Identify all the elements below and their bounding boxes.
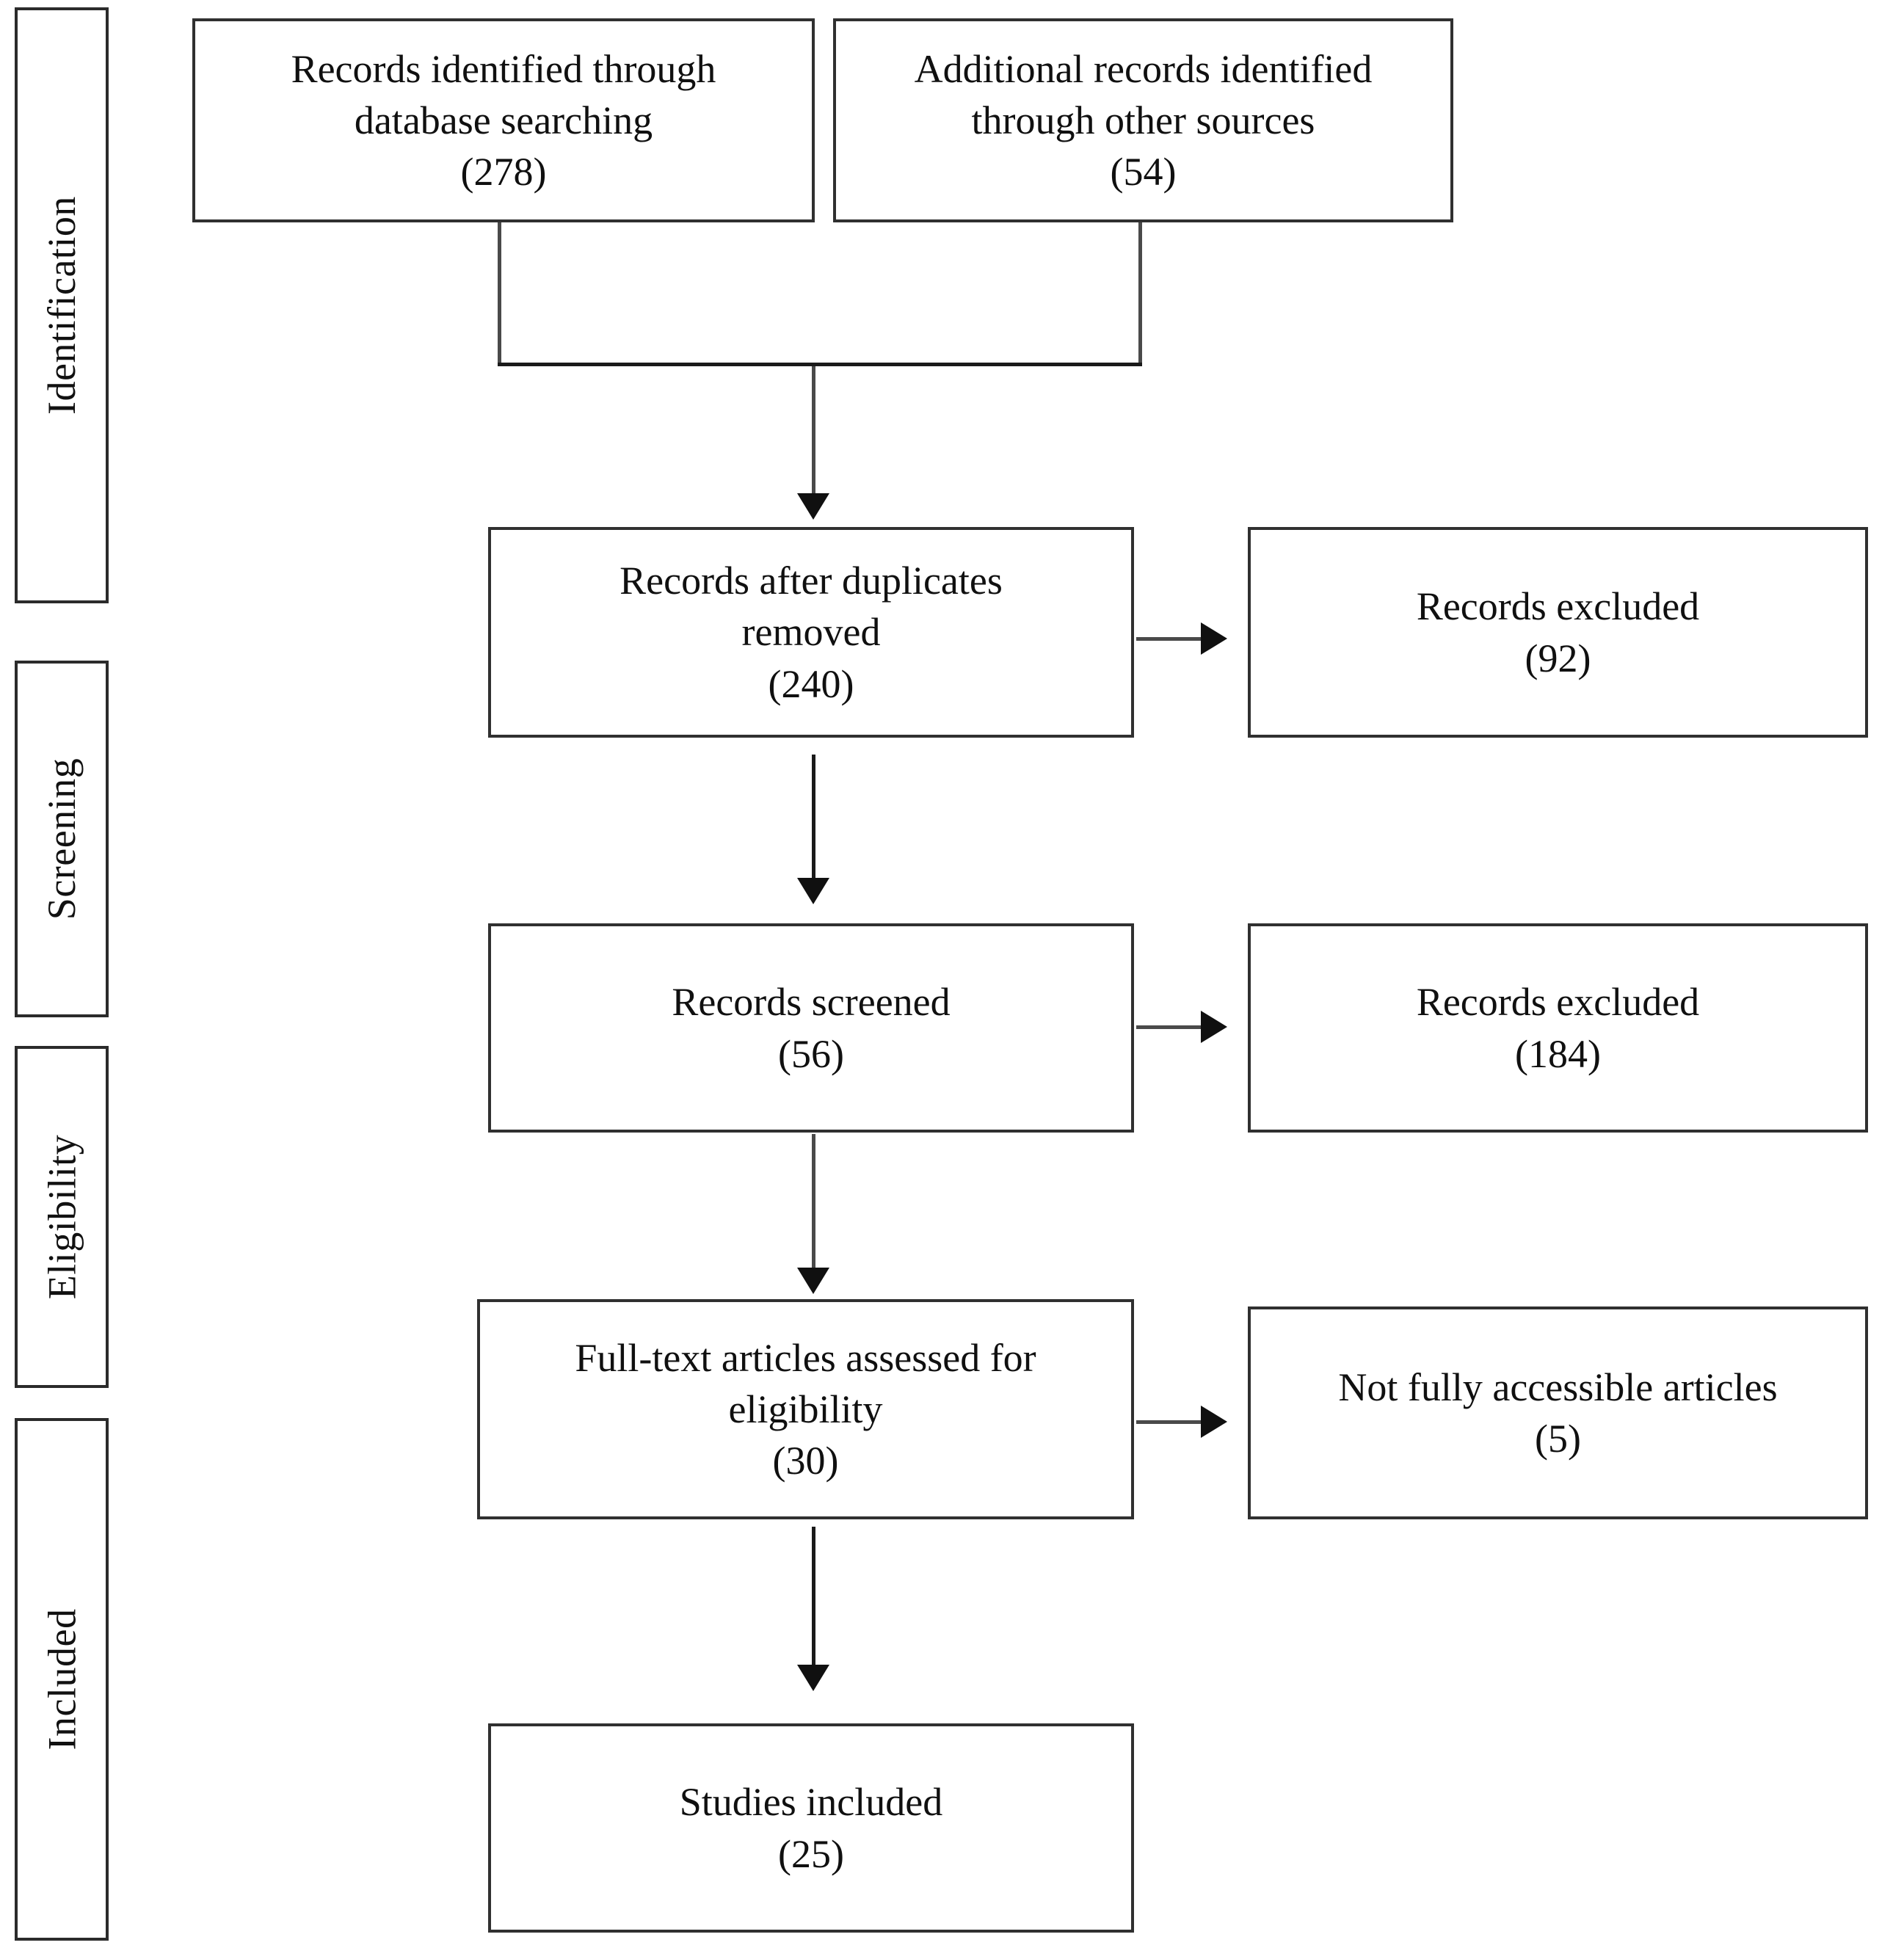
box-line-2: database searching: [354, 98, 653, 142]
connector-to-records-excluded-1: [1136, 637, 1210, 641]
box-count: (54): [1110, 150, 1177, 195]
stage-label-identification: Identification: [40, 196, 84, 415]
box-count: (240): [768, 661, 854, 706]
box-line-1: Not fully accessible articles: [1338, 1364, 1778, 1409]
box-additional-records-other-sources: Additional records identified through ot…: [833, 18, 1453, 222]
box-line-2: eligibility: [728, 1387, 883, 1431]
connector-to-studies-included: [812, 1527, 815, 1668]
connector-merge-right-stem: [1138, 222, 1142, 366]
box-count: (92): [1525, 636, 1591, 680]
box-count: (30): [772, 1439, 839, 1483]
box-line-2: through other sources: [971, 98, 1315, 142]
box-full-text-articles-assessed: Full-text articles assessed for eligibil…: [477, 1299, 1134, 1519]
box-line-1: Records excluded: [1416, 584, 1700, 629]
arrowhead-to-records-excluded-1: [1201, 622, 1227, 655]
box-count: (25): [778, 1831, 844, 1876]
box-records-excluded-92: Records excluded (92): [1248, 527, 1868, 738]
box-line-1: Records after duplicates: [619, 559, 1003, 603]
stage-label-eligibility: Eligibility: [40, 1134, 84, 1300]
arrowhead-to-not-accessible: [1201, 1406, 1227, 1438]
box-count: (184): [1515, 1031, 1601, 1076]
box-not-fully-accessible-articles: Not fully accessible articles (5): [1248, 1306, 1868, 1519]
box-count: (278): [460, 150, 547, 195]
arrowhead-to-records-excluded-2: [1201, 1011, 1227, 1043]
arrowhead-to-after-duplicates: [797, 493, 829, 520]
connector-to-not-accessible: [1136, 1420, 1210, 1424]
box-records-excluded-184: Records excluded (184): [1248, 923, 1868, 1133]
stage-box-identification: Identification: [15, 7, 109, 603]
connector-to-records-excluded-2: [1136, 1025, 1210, 1029]
stage-box-eligibility: Eligibility: [15, 1046, 109, 1388]
box-studies-included: Studies included (25): [488, 1723, 1134, 1933]
connector-merge-crossbar: [498, 363, 1142, 366]
box-count: (5): [1535, 1417, 1581, 1461]
stage-label-screening: Screening: [40, 757, 84, 920]
arrowhead-to-full-text-assessed: [797, 1268, 829, 1294]
stage-box-included: Included: [15, 1418, 109, 1941]
box-count: (56): [778, 1031, 844, 1076]
box-line-1: Additional records identified: [914, 46, 1373, 91]
box-line-1: Records screened: [672, 980, 951, 1025]
box-line-2: removed: [741, 610, 881, 655]
stage-label-included: Included: [40, 1608, 84, 1751]
box-records-after-duplicates-removed: Records after duplicates removed (240): [488, 527, 1134, 738]
arrowhead-to-studies-included: [797, 1665, 829, 1691]
box-line-1: Records identified through: [291, 46, 716, 91]
stage-box-screening: Screening: [15, 661, 109, 1017]
arrowhead-to-records-screened: [797, 878, 829, 904]
box-line-1: Full-text articles assessed for: [575, 1335, 1036, 1380]
connector-to-records-screened: [812, 755, 815, 882]
connector-to-full-text-assessed: [812, 1134, 815, 1271]
connector-merge-left-stem: [498, 222, 501, 366]
connector-to-after-duplicates: [812, 366, 815, 496]
box-records-screened: Records screened (56): [488, 923, 1134, 1133]
box-line-1: Records excluded: [1416, 980, 1700, 1025]
box-records-identified-database: Records identified through database sear…: [192, 18, 815, 222]
box-line-1: Studies included: [679, 1780, 943, 1825]
